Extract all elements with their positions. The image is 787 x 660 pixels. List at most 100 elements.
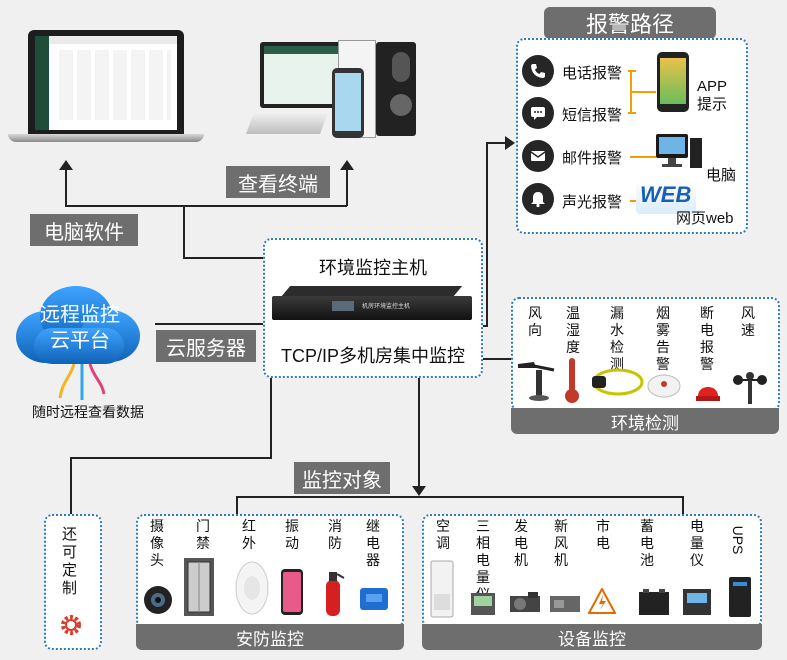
- connector: [480, 325, 488, 327]
- equipment-label: 设备监控: [422, 624, 762, 650]
- bracket-line: [630, 200, 640, 202]
- equipment-item-ac: 空调: [436, 518, 450, 551]
- ups-label: UPS: [730, 525, 746, 555]
- gear-icon: [60, 614, 82, 636]
- security-panel: [136, 514, 404, 628]
- web-badge-text: WEB: [640, 182, 692, 207]
- equipment-item-battery: 蓄电池: [640, 518, 654, 568]
- thermometer-icon: [562, 356, 582, 406]
- alarm-item-email: 邮件报警: [562, 150, 623, 167]
- arrow-up: [340, 160, 354, 170]
- host-subtitle: TCP/IP多机房集中监控: [280, 346, 465, 366]
- alarm-app-label: APP 提示: [697, 78, 728, 113]
- alarm-title: 报警路径: [544, 7, 716, 39]
- equipment-item-three-phase-meter: 三相电量仪: [476, 518, 490, 602]
- bracket-line: [628, 112, 636, 114]
- alarm-item-sound-light: 声光报警: [562, 194, 623, 211]
- env-panel: [511, 297, 780, 411]
- cloud-title-line2: 云平台: [50, 330, 110, 352]
- infrared-sensor-icon: [234, 560, 270, 616]
- camera-icon: [142, 584, 174, 616]
- connector: [155, 323, 265, 325]
- fresh-air-unit-icon: [548, 592, 582, 616]
- cloud-icon: [12, 282, 144, 372]
- connector: [486, 142, 488, 327]
- email-alarm-icon: [522, 140, 554, 172]
- env-label: 环境检测: [511, 408, 779, 434]
- arrow-up: [59, 160, 73, 170]
- three-phase-meter-icon: [470, 592, 496, 616]
- ups-icon: [728, 576, 752, 618]
- bracket-line: [628, 70, 636, 72]
- env-item-power-failure: 断电报警: [700, 305, 714, 372]
- cloud-server-label: 云服务器: [156, 330, 256, 362]
- alarm-light-icon: [692, 374, 724, 404]
- connector: [418, 375, 420, 487]
- security-item-vibration: 振动: [285, 518, 299, 551]
- env-item-wind-speed: 风速: [741, 305, 755, 338]
- view-terminal-label: 查看终端: [226, 166, 330, 198]
- power-meter-icon: [682, 588, 712, 616]
- desktop-pc-image: [656, 134, 706, 174]
- connector: [682, 496, 684, 514]
- env-item-smoke: 烟雾告警: [656, 305, 670, 372]
- vibration-phone-icon: [280, 568, 304, 616]
- equipment-item-ups: UPS: [728, 520, 748, 560]
- alarm-item-sms: 短信报警: [562, 107, 623, 124]
- security-item-camera: 摄像头: [150, 518, 164, 568]
- env-item-wind-direction: 风向: [528, 305, 542, 338]
- alarm-web-label: 网页web: [676, 210, 734, 227]
- battery-icon: [638, 588, 670, 616]
- equipment-item-mains: 市电: [596, 518, 610, 551]
- bracket-line: [630, 156, 656, 158]
- host-device-image: 机房环境监控主机: [272, 286, 472, 322]
- arrow-right: [505, 136, 515, 150]
- connector: [270, 375, 272, 459]
- smartphone-image: [657, 52, 689, 112]
- connector: [480, 358, 512, 360]
- equipment-item-generator: 发电机: [514, 518, 528, 568]
- connector: [65, 205, 347, 207]
- connector: [183, 257, 263, 259]
- alarm-pc-label: 电脑: [706, 167, 737, 184]
- anemometer-icon: [732, 370, 768, 406]
- arrow-down: [412, 486, 426, 496]
- smoke-detector-icon: [646, 370, 682, 400]
- bracket-line: [632, 91, 656, 93]
- equipment-item-power-meter: 电量仪: [690, 518, 704, 568]
- custom-label: 还可定制: [62, 526, 78, 597]
- leak-sensor-icon: [588, 364, 646, 400]
- cloud-caption: 随时远程查看数据: [32, 404, 144, 420]
- mains-warning-icon: [587, 586, 617, 614]
- phone-alarm-icon: [522, 55, 554, 87]
- connector: [70, 457, 72, 514]
- sound-light-alarm-icon: [522, 183, 554, 215]
- equipment-item-fresh-air: 新风机: [554, 518, 568, 568]
- env-item-water-leak: 漏水检测: [610, 305, 624, 372]
- relay-icon: [358, 584, 390, 614]
- connector: [236, 496, 684, 498]
- generator-icon: [508, 590, 542, 616]
- ac-unit-icon: [430, 560, 454, 618]
- fire-extinguisher-icon: [320, 568, 346, 618]
- monitor-title: 监控对象: [294, 462, 390, 494]
- host-title: 环境监控主机: [319, 258, 427, 278]
- custom-panel: [44, 514, 102, 650]
- connector: [346, 168, 348, 206]
- cloud-wires: [52, 363, 112, 404]
- pc-software-label: 电脑软件: [30, 214, 138, 246]
- terminals-image: [245, 38, 436, 144]
- env-item-temp-humidity: 温湿度: [566, 305, 580, 355]
- alarm-item-phone: 电话报警: [562, 65, 623, 82]
- security-item-relay: 继电器: [366, 518, 380, 568]
- sms-alarm-icon: [522, 97, 554, 129]
- door-icon: [182, 556, 216, 618]
- security-label: 安防监控: [136, 624, 404, 650]
- wind-vane-icon: [514, 352, 560, 402]
- connector: [236, 496, 238, 514]
- cloud-title-line1: 远程监控: [40, 304, 120, 326]
- connector: [65, 168, 67, 206]
- security-item-access: 门禁: [196, 518, 210, 551]
- connector: [70, 457, 272, 459]
